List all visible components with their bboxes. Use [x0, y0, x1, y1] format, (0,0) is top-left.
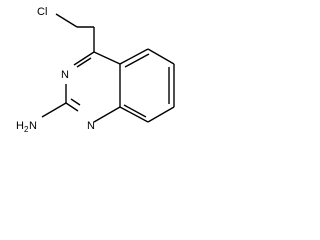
nitrogen-top-label: N [61, 69, 69, 81]
structure-canvas: Cl N N H 2 N [0, 0, 199, 159]
bond-c4a-c5-double [124, 53, 150, 68]
amine-h-label: H [16, 120, 24, 132]
chlorine-label: Cl [37, 6, 47, 18]
amine-subscript-label: 2 [24, 125, 29, 134]
bond-c7-c8 [147, 106, 175, 123]
bond-c8-c8a [119, 106, 149, 123]
bond-n1-c8a [93, 106, 121, 123]
bond-c4a-c4 [93, 51, 121, 65]
bond-c8-c8a-double [123, 104, 147, 118]
bond-c4-n3-double [76, 57, 92, 68]
molecule-diagram: Cl N N H 2 N [16, 6, 175, 134]
bond-c5-c6 [147, 48, 175, 65]
bond-cl-ch2 [55, 13, 78, 28]
bond-c2-n1-double [70, 98, 81, 106]
bond-c4a-c5 [119, 48, 149, 65]
nitrogen-bottom-label: N [87, 120, 95, 132]
bond-c2-n1 [65, 102, 79, 112]
bond-c2-nh2 [41, 102, 67, 118]
bond-c4-n3 [73, 51, 95, 66]
atom-labels: Cl N N H 2 N [16, 6, 95, 134]
bond-set [41, 13, 175, 123]
amine-n-label: N [29, 120, 37, 132]
